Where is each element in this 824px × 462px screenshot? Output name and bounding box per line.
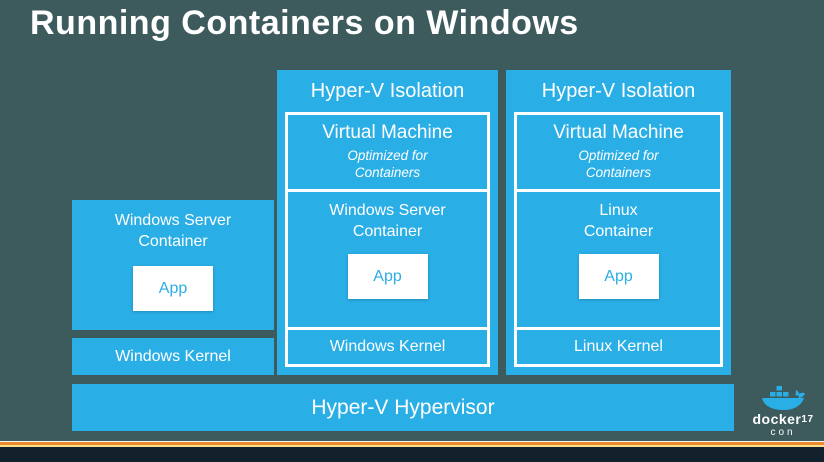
windows-server-container-box: Windows Server Container App — [288, 192, 487, 327]
container-label-line2: Container — [583, 223, 654, 240]
slide-title: Running Containers on Windows — [30, 4, 579, 42]
hyperv-hypervisor-bar: Hyper-V Hypervisor — [72, 384, 734, 431]
virtual-machine-box: Virtual Machine Optimized for Containers… — [514, 112, 723, 367]
app-label: App — [158, 280, 188, 297]
vm-header-section: Virtual Machine Optimized for Containers — [288, 115, 487, 189]
docker-logo-text: docker17 — [740, 412, 824, 427]
vm-subtitle: Optimized for Containers — [288, 147, 487, 181]
vm-subtitle: Optimized for Containers — [517, 147, 720, 181]
vm-title: Virtual Machine — [553, 122, 684, 143]
windows-server-container-box: Windows Server Container App — [72, 200, 274, 330]
vm-subtitle-line1: Optimized for — [347, 148, 428, 163]
docker-brand-text: docker — [752, 411, 802, 427]
docker-con-text: con — [770, 426, 796, 438]
vm-header-section: Virtual Machine Optimized for Containers — [517, 115, 720, 189]
vm-subtitle-line1: Optimized for — [578, 148, 659, 163]
hyperv-isolation-header: Hyper-V Isolation — [541, 79, 696, 102]
docker-year-text: 17 — [801, 414, 814, 425]
app-label: App — [604, 268, 633, 285]
hyperv-isolation-column-windows: Hyper-V Isolation Virtual Machine Optimi… — [277, 70, 498, 375]
stripe-white — [0, 441, 824, 442]
bottom-stripes — [0, 441, 824, 462]
hyperv-isolation-header: Hyper-V Isolation — [310, 79, 465, 102]
virtual-machine-box: Virtual Machine Optimized for Containers… — [285, 112, 490, 367]
vm-subtitle-line2: Containers — [585, 165, 652, 180]
container-label-line1: Windows Server — [329, 202, 446, 219]
windows-kernel-box: Windows Kernel — [288, 330, 487, 364]
app-label: App — [373, 268, 402, 285]
footer-dark-bar — [0, 447, 824, 462]
app-box: App — [347, 254, 428, 299]
container-label-line2: Container — [352, 223, 423, 240]
vm-subtitle-line2: Containers — [354, 165, 421, 180]
container-label-line1: Windows Server — [114, 212, 232, 229]
stripe-yellow — [0, 445, 824, 447]
host-container-stack: Windows Server Container App Windows Ker… — [72, 200, 274, 375]
stripe-orange — [0, 442, 824, 445]
app-box: App — [133, 266, 213, 311]
linux-kernel-box: Linux Kernel — [517, 330, 720, 364]
container-label-line1: Linux — [599, 202, 638, 219]
container-label-line2: Container — [138, 233, 208, 250]
hyperv-isolation-column-linux: Hyper-V Isolation Virtual Machine Optimi… — [506, 70, 731, 375]
linux-container-box: Linux Container App — [517, 192, 720, 327]
dockercon-logo: docker17 con — [740, 382, 824, 438]
windows-kernel-box: Windows Kernel — [72, 338, 274, 375]
docker-whale-icon — [762, 386, 805, 410]
app-box: App — [578, 254, 659, 299]
vm-title: Virtual Machine — [322, 122, 453, 143]
